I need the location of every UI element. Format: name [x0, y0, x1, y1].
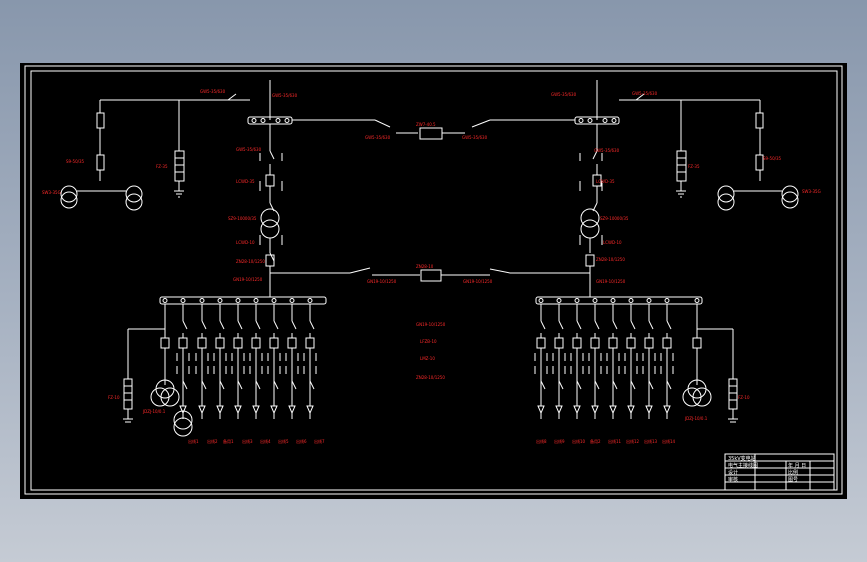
label-right-main-tf: SZ9-10000/35: [600, 216, 629, 221]
title-row-2: 电气主接线图: [728, 462, 758, 469]
title-block: [724, 453, 835, 491]
label-right-arrester-10: FZ-10: [738, 395, 750, 400]
label-center-3: LMZ-10: [420, 356, 435, 361]
label-left-cb-upper: GW5-35/630: [236, 147, 262, 152]
label-left-station-tf-10: JDZJ-10/0.1: [142, 409, 166, 414]
label-left-incoming-switch: GW5-35/630: [200, 89, 226, 94]
label-right-pt: SW3-35G: [802, 189, 821, 194]
feeder-label-left: 出线7: [314, 438, 325, 444]
label-left-ct-lower: LCWD-10: [236, 240, 255, 245]
outer-frame: [24, 65, 843, 495]
feeder-label-right: 出线13: [644, 438, 658, 444]
label-left-arrester: FZ-35: [156, 164, 168, 169]
feeder-label-left: 出线4: [260, 438, 271, 444]
feeder-label-right: 出线8: [536, 438, 547, 444]
label-bus-tie-35-right: GW5-35/630: [462, 135, 488, 140]
label-left-disconnector: GN19-10/1250: [233, 277, 263, 282]
feeder-label-right: 备用2: [590, 438, 601, 444]
label-right-top-switch: GW5-35/630: [632, 91, 658, 96]
label-bus-tie-10-right: GN19-10/1250: [463, 279, 493, 284]
title-row-3: 设计: [728, 469, 738, 476]
feeder-label-left: 出线2: [207, 438, 218, 444]
label-right-incoming-switch: GW5-35/630: [551, 92, 577, 97]
label-right-arrester: FZ-35: [688, 164, 700, 169]
feeder-label-right: 出线10: [572, 438, 586, 444]
label-left-pt: SW3-35G: [42, 190, 61, 195]
label-bus-tie-35-cb: ZW7-40.5: [416, 122, 436, 127]
feeder-label-right: 出线9: [554, 438, 565, 444]
label-right-station-tf: S9-50/35: [763, 156, 782, 161]
inner-frame: [30, 70, 838, 491]
title-row-1: 35kV变电站: [728, 455, 756, 462]
left-substation-section: [60, 80, 418, 437]
label-center-4: ZN28-10/1250: [416, 375, 445, 380]
feeder-labels: 出线1 出线2 备用1 出线3 出线4 出线5 出线6 出线7 出线8 出线9 出线10 备用2 出线1…: [188, 438, 676, 444]
label-center-1: GN19-10/1250: [416, 322, 446, 327]
feeder-label-left: 出线5: [278, 438, 289, 444]
label-left-top-switch: GW5-35/630: [272, 93, 298, 98]
label-left-ct-upper: LCWD-35: [236, 179, 255, 184]
title-block-text: 35kV变电站 电气主接线图 设计 审核 年 月 日 比例 图号: [728, 455, 806, 483]
label-right-station-tf-10: JDZJ-10/0.1: [684, 416, 708, 421]
feeder-label-left: 出线6: [296, 438, 307, 444]
equipment-labels: GW5-35/630 GW5-35/630 S9-50/35 FZ-35 SW3…: [42, 89, 821, 421]
title-scale: 比例: [788, 469, 798, 476]
feeder-label-left: 出线3: [242, 438, 253, 444]
feeder-label-left: 出线1: [188, 438, 199, 444]
label-right-ct-lower: LCWD-10: [603, 240, 622, 245]
feeder-label-left: 备用1: [223, 438, 234, 444]
label-bus-tie-10-cb: ZN28-10: [416, 264, 434, 269]
label-right-ct-upper: LCWD-35: [596, 179, 615, 184]
right-substation-section: [349, 80, 799, 423]
label-left-station-tf: S9-50/35: [66, 159, 85, 164]
main-wiring-diagram: GW5-35/630 GW5-35/630 S9-50/35 FZ-35 SW3…: [24, 65, 843, 495]
feeder-label-right: 出线12: [626, 438, 640, 444]
label-left-arrester-10: FZ-10: [108, 395, 120, 400]
label-bus-tie-10-left: GN19-10/1250: [367, 279, 397, 284]
label-center-2: LFZB-10: [420, 339, 437, 344]
title-row-4: 审核: [728, 476, 738, 483]
label-bus-tie-35-left: GW5-35/630: [365, 135, 391, 140]
label-right-disconnector: GN19-10/1250: [596, 279, 626, 284]
label-left-main-tf: SZ9-10000/35: [228, 216, 257, 221]
feeder-label-right: 出线11: [608, 438, 622, 444]
title-date: 年 月 日: [788, 462, 806, 469]
title-sheet: 图号: [788, 477, 798, 483]
feeder-label-right: 出线14: [662, 438, 676, 444]
label-right-cb-upper: GW5-35/630: [594, 148, 620, 153]
drawing-viewport[interactable]: GW5-35/630 GW5-35/630 S9-50/35 FZ-35 SW3…: [20, 63, 847, 499]
label-left-cb-lower: ZN28-10/1250: [236, 259, 265, 264]
label-right-cb-lower: ZN28-10/1250: [596, 257, 625, 262]
